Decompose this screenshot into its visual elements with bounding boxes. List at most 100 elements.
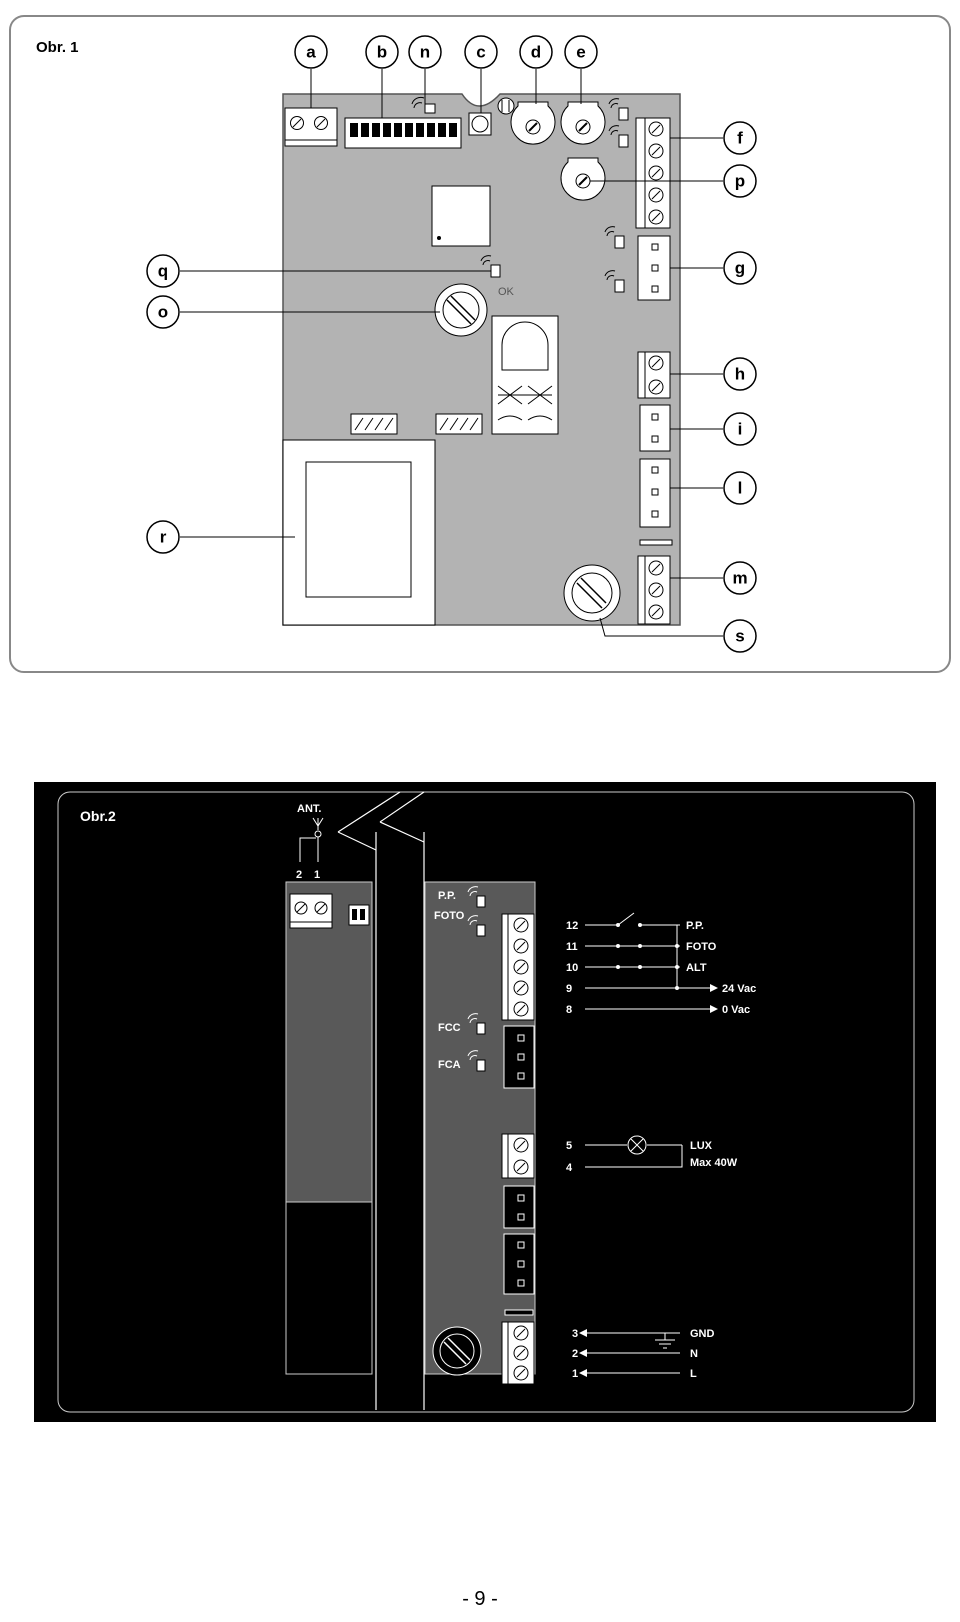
callout-r: r <box>146 520 180 554</box>
callout-b: b <box>365 35 399 69</box>
terminal-4: 4 <box>566 1162 573 1174</box>
potentiometer-p <box>560 157 606 201</box>
fig2-connector-fc <box>503 1025 535 1089</box>
wiring-nodes <box>616 923 679 990</box>
figure-2-title: Obr.2 <box>80 808 116 824</box>
board-break-lines <box>337 791 425 1410</box>
svg-text:l: l <box>738 479 743 498</box>
svg-text:h: h <box>735 365 745 384</box>
fig2-terminal-12-8 <box>501 913 535 1021</box>
callout-c: c <box>464 35 498 69</box>
callout-s: s <box>723 619 757 653</box>
potentiometer-d <box>510 101 556 145</box>
fuse-o <box>434 283 488 337</box>
terminal-numbers: 12 11 10 9 8 5 4 3 2 1 <box>566 920 578 1380</box>
wiring-label-0vac: 0 Vac <box>722 1004 750 1016</box>
terminal-12: 12 <box>566 920 578 932</box>
wiring-lines <box>585 912 710 1374</box>
connector-i <box>639 404 671 452</box>
terminal-9: 9 <box>566 983 572 995</box>
board-label-fcc: FCC <box>438 1022 461 1034</box>
callout-n: n <box>408 35 442 69</box>
antenna: ANT. 2 1 <box>296 803 324 881</box>
terminal-1: 1 <box>572 1368 578 1380</box>
fig2-connector-3pin <box>503 1233 535 1295</box>
transformer-r <box>282 439 436 626</box>
potentiometer-e <box>560 101 606 145</box>
connector-l <box>639 458 671 528</box>
wiring-label-max: Max 40W <box>690 1157 738 1169</box>
board-label-pp: P.P. <box>438 890 456 902</box>
wiring-label-lux: LUX <box>690 1140 713 1152</box>
callout-q: q <box>146 254 180 288</box>
callout-e: e <box>564 35 598 69</box>
terminal-m <box>637 555 671 625</box>
terminal-3: 3 <box>572 1328 578 1340</box>
callout-l: l <box>723 471 757 505</box>
relay <box>491 315 559 435</box>
svg-text:a: a <box>306 43 316 62</box>
callout-d: d <box>519 35 553 69</box>
board-label-fca: FCA <box>438 1059 461 1071</box>
svg-text:f: f <box>737 129 743 148</box>
svg-text:o: o <box>158 303 168 322</box>
headers <box>350 413 483 435</box>
terminal-10: 10 <box>566 962 578 974</box>
leds-fig2 <box>476 895 486 1072</box>
antenna-label: ANT. <box>297 803 321 815</box>
callout-p: p <box>723 164 757 198</box>
figure-1-title: Obr. 1 <box>36 39 79 56</box>
figure-2: Obr.2 ANT. 2 1 P.P. <box>34 782 936 1422</box>
svg-text:s: s <box>735 627 744 646</box>
board-left-part <box>285 881 373 1375</box>
callouts: a b n c d e f p g q o h i l r m s <box>146 35 757 653</box>
antenna-terminal-2: 2 <box>296 869 302 881</box>
bar-marker <box>639 539 673 546</box>
svg-text:d: d <box>531 43 541 62</box>
lamp-icon <box>627 1135 647 1155</box>
fig2-connector-2pin <box>503 1185 535 1229</box>
wiring-label-n: N <box>690 1348 698 1360</box>
ok-label: OK <box>498 286 515 298</box>
callout-h: h <box>723 357 757 391</box>
leds-f <box>490 107 629 293</box>
figure-2-frame <box>57 791 915 1413</box>
wiring-label-gnd: GND <box>690 1328 715 1340</box>
fig2-terminal-3-1 <box>501 1321 535 1385</box>
wiring-labels: P.P. FOTO ALT 24 Vac 0 Vac LUX Max 40W G… <box>686 920 756 1380</box>
svg-text:q: q <box>158 262 168 281</box>
antenna-terminal-1: 1 <box>314 869 320 881</box>
fuse-s <box>563 564 621 622</box>
svg-text:r: r <box>160 528 167 547</box>
terminal-2: 2 <box>572 1348 578 1360</box>
callout-i: i <box>723 412 757 446</box>
terminal-h <box>637 351 671 399</box>
board-label-foto: FOTO <box>434 910 465 922</box>
callout-o: o <box>146 295 180 329</box>
callout-a: a <box>294 35 328 69</box>
callout-m: m <box>723 561 757 595</box>
terminal-8: 8 <box>566 1004 572 1016</box>
callout-g: g <box>723 251 757 285</box>
terminal-5: 5 <box>566 1140 572 1152</box>
fig2-fuse <box>432 1326 482 1376</box>
svg-text:m: m <box>732 569 747 588</box>
svg-text:e: e <box>576 43 585 62</box>
mcu-chip <box>431 185 491 247</box>
wiring-label-l: L <box>690 1368 697 1380</box>
svg-text:n: n <box>420 43 430 62</box>
trimmer-c <box>468 97 515 136</box>
wiring-label-alt: ALT <box>686 962 707 974</box>
led-n <box>411 96 436 114</box>
svg-text:c: c <box>476 43 485 62</box>
svg-text:g: g <box>735 259 745 278</box>
svg-text:b: b <box>377 43 387 62</box>
wiring-label-foto: FOTO <box>686 941 717 953</box>
connector-g <box>637 235 671 301</box>
svg-text:i: i <box>738 420 743 439</box>
terminal-a <box>284 107 338 147</box>
page-number: - 9 - <box>462 1588 498 1610</box>
wiring-arrows <box>579 984 718 1377</box>
figure-1: Obr. 1 <box>9 15 951 673</box>
